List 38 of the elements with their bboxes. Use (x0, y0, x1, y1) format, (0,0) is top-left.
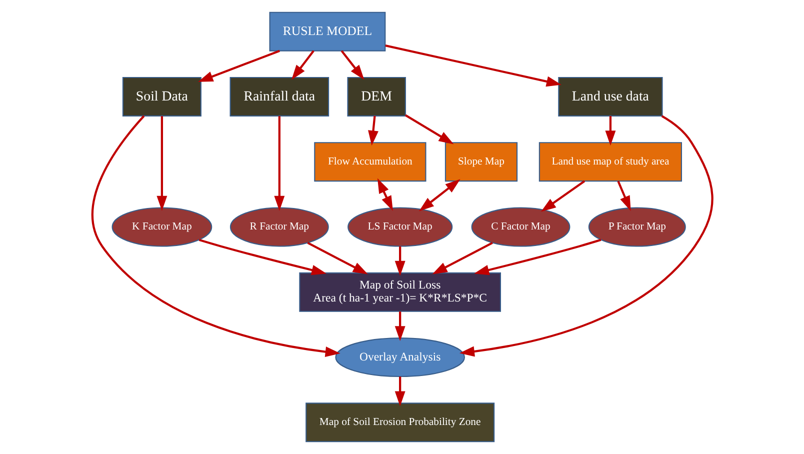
arrow (198, 50, 280, 82)
node-box: Soil Data (122, 76, 201, 116)
arrow (458, 115, 713, 357)
node-box: Slope Map (444, 142, 518, 182)
arrow (384, 44, 561, 87)
arrow (306, 242, 368, 274)
arrow (394, 376, 405, 406)
arrow (376, 178, 392, 211)
node-ellipse: P Factor Map (588, 207, 686, 247)
arrow (290, 50, 314, 80)
arrow (368, 116, 378, 146)
arrow (274, 116, 284, 211)
arrow (198, 238, 326, 276)
arrow (340, 50, 364, 80)
arrow (432, 242, 492, 274)
node-ellipse: C Factor Map (470, 207, 570, 247)
node-box: Land use data (558, 76, 662, 116)
arrow (156, 116, 167, 211)
node-box: RUSLE MODEL (268, 12, 386, 52)
node-ellipse: Overlay Analysis (334, 338, 464, 378)
node-box: Land use map of study area (538, 142, 682, 182)
arrow (616, 180, 630, 211)
arrow (404, 114, 454, 144)
arrow (394, 246, 405, 276)
arrow (540, 180, 585, 212)
node-box: Map of Soil Loss Area (t ha-1 year -1)= K*R*LS*P*C (298, 272, 500, 312)
node-box: Rainfall data (229, 76, 329, 116)
node-box: Flow Accumulation (314, 142, 426, 182)
arrow (394, 311, 405, 342)
node-box: Map of Soil Erosion Probability Zone (305, 402, 494, 442)
arrow (604, 116, 616, 146)
arrow (474, 238, 601, 276)
arrow (418, 179, 460, 212)
arrow (91, 115, 340, 357)
node-ellipse: R Factor Map (229, 207, 328, 247)
node-box: DEM (346, 76, 406, 116)
node-ellipse: LS Factor Map (347, 207, 452, 247)
node-ellipse: K Factor Map (111, 207, 212, 247)
